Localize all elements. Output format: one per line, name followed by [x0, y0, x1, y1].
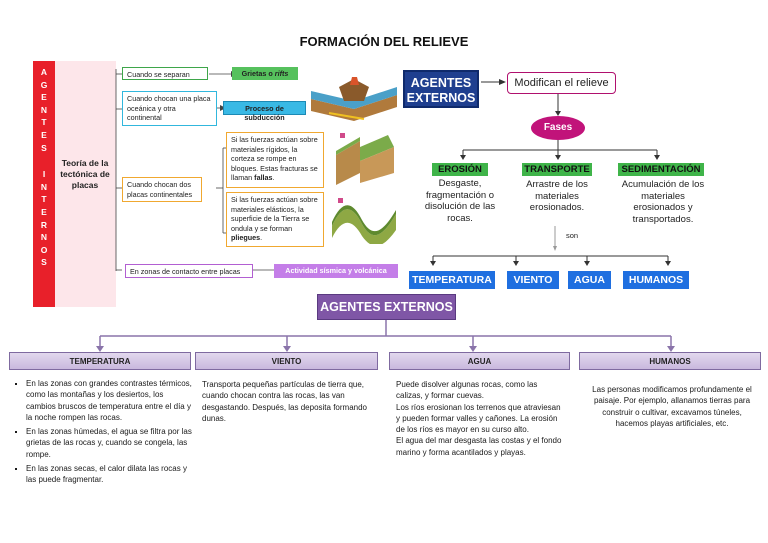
agent-temperatura: TEMPERATURA: [409, 271, 495, 289]
strip-letter: G: [40, 79, 48, 90]
elastic-end: .: [260, 233, 263, 242]
modifican-relieve-box: Modifican el relieve: [507, 72, 616, 94]
temperatura-bullet: En las zonas secas, el calor dilata las …: [26, 463, 192, 486]
son-label: son: [566, 231, 579, 240]
strip-letter: S: [41, 142, 47, 153]
rifts-text: rifts: [274, 69, 289, 78]
strip-letter: T: [41, 117, 47, 128]
strip-letter: I: [42, 169, 46, 180]
bottom-connectors: [96, 320, 675, 352]
fault-illustration: [336, 133, 394, 185]
fallas-text: fallas: [254, 173, 273, 182]
grietas-text: Grietas o: [241, 69, 275, 78]
category-humanos: HUMANOS: [579, 352, 761, 370]
fases-node: Fases: [531, 116, 585, 140]
subduction-illustration: [311, 77, 397, 121]
actividad-tag: Actividad sísmica y volcánica: [274, 264, 398, 278]
grietas-tag: Grietas o rifts: [232, 67, 298, 80]
strip-letter: N: [40, 181, 48, 192]
phase-head-erosion: EROSIÓN: [432, 163, 488, 176]
chocan-oceanica-box: Cuando chocan una placa oceánica y otra …: [122, 91, 217, 126]
contacto-box: En zonas de contacto entre placas: [125, 264, 253, 278]
temperatura-description: En las zonas con grandes contrastes térm…: [10, 378, 192, 489]
category-viento: VIENTO: [195, 352, 378, 370]
strip-letter: E: [41, 129, 47, 140]
agua-description: Puede disolver algunas rocas, como las c…: [396, 379, 562, 458]
agua-text-3: El agua del mar desgasta las costas y el…: [396, 436, 562, 457]
humanos-description: Las personas modificamos profundamente e…: [592, 385, 752, 428]
elastic-materials-box: Si las fuerzas actúan sobre materiales e…: [226, 192, 324, 247]
strip-letter: N: [40, 232, 48, 243]
temperatura-bullet: En las zonas húmedas, el agua se filtra …: [26, 426, 192, 460]
strip-letter: R: [40, 219, 48, 230]
strip-letter: O: [40, 244, 48, 255]
phase-text-erosion: Desgaste, fragmentación o disolución de …: [424, 178, 496, 224]
phase-head-transporte: TRANSPORTE: [522, 163, 592, 176]
viento-description: Transporta pequeñas partículas de tierra…: [202, 380, 367, 423]
strip-letter: E: [41, 92, 47, 103]
category-temperatura: TEMPERATURA: [9, 352, 191, 370]
phase-head-sedimentacion: SEDIMENTACIÓN: [618, 163, 704, 176]
phase-text-sedimentacion: Acumulación de los materiales erosionado…: [621, 179, 705, 225]
strip-letter: S: [41, 257, 47, 268]
strip-letter: A: [40, 67, 48, 77]
phase-text-transporte: Arrastre de los materiales erosionados.: [526, 179, 588, 214]
elastic-text: Si las fuerzas actúan sobre materiales e…: [231, 195, 318, 233]
agua-text-1: Puede disolver algunas rocas, como las c…: [396, 380, 538, 401]
strip-letter: E: [41, 206, 47, 217]
category-agua: AGUA: [389, 352, 570, 370]
chocan-continentales-box: Cuando chocan dos placas continentales: [122, 177, 202, 202]
rigid-materials-box: Si las fuerzas actúan sobre materiales r…: [226, 132, 324, 188]
agent-agua: AGUA: [568, 271, 611, 289]
page-title: FORMACIÓN DEL RELIEVE: [299, 34, 469, 49]
right-connectors: [430, 79, 671, 266]
agua-text-2: Los ríos erosionan los terrenos que atra…: [396, 402, 561, 435]
agentes-externos-header: AGENTES EXTERNOS: [317, 294, 456, 320]
pliegues-text: pliegues: [231, 233, 261, 242]
agentes-externos-title: AGENTES EXTERNOS: [403, 70, 479, 108]
strip-letter: T: [41, 194, 47, 205]
fold-illustration: [332, 198, 396, 244]
temperatura-bullet: En las zonas con grandes contrastes térm…: [26, 378, 192, 423]
theory-label: Teoría de la tectónica de placas: [60, 158, 110, 190]
separan-box: Cuando se separan: [122, 67, 208, 80]
agent-viento: VIENTO: [507, 271, 559, 289]
agent-humanos: HUMANOS: [623, 271, 689, 289]
rigid-end: .: [272, 173, 275, 182]
subduccion-tag: Proceso de subducción: [223, 101, 306, 122]
strip-letter: N: [40, 104, 48, 115]
rigid-text: Si las fuerzas actúan sobre materiales r…: [231, 135, 318, 182]
